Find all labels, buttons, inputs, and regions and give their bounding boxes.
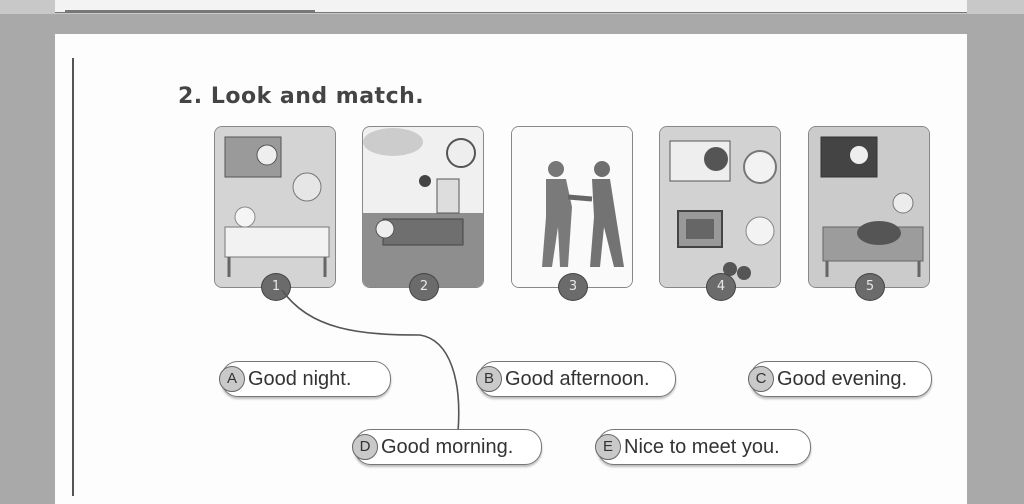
phrase-letter-c: C	[748, 366, 774, 392]
viewer-toolbar	[0, 0, 1024, 14]
picture-number-1: 1	[261, 273, 291, 301]
phrase-text-c: Good evening.	[777, 368, 908, 390]
afternoon-scene-icon	[363, 127, 483, 287]
evening-scene-icon	[660, 127, 780, 287]
picture-number-4: 4	[706, 273, 736, 301]
phrase-text-b: Good afternoon.	[505, 368, 650, 390]
phrase-letter-e: E	[595, 434, 621, 460]
phrase-letter-b: B	[476, 366, 502, 392]
picture-card-1	[214, 126, 336, 288]
picture-number-2: 2	[409, 273, 439, 301]
night-scene-icon	[809, 127, 929, 287]
margin-line	[72, 58, 74, 496]
picture-card-4	[659, 126, 781, 288]
picture-card-3	[511, 126, 633, 288]
phrase-text-d: Good morning.	[381, 436, 514, 458]
phrase-letter-a: A	[219, 366, 245, 392]
picture-card-5	[808, 126, 930, 288]
picture-number-3: 3	[558, 273, 588, 301]
handshake-scene-icon	[512, 127, 632, 287]
exercise-heading: 2. Look and match.	[178, 84, 425, 109]
phrase-pill-a[interactable]: A Good night.	[219, 361, 391, 397]
phrase-pill-e[interactable]: E Nice to meet you.	[595, 429, 811, 465]
phrase-text-a: Good night.	[248, 368, 352, 390]
phrase-pill-c[interactable]: C Good evening.	[748, 361, 932, 397]
morning-scene-icon	[215, 127, 335, 287]
phrase-pill-d[interactable]: D Good morning.	[352, 429, 542, 465]
picture-number-5: 5	[855, 273, 885, 301]
phrase-text-e: Nice to meet you.	[624, 436, 780, 458]
phrase-pill-b[interactable]: B Good afternoon.	[476, 361, 676, 397]
phrase-letter-d: D	[352, 434, 378, 460]
picture-card-2	[362, 126, 484, 288]
toolbar-strip	[55, 0, 967, 13]
